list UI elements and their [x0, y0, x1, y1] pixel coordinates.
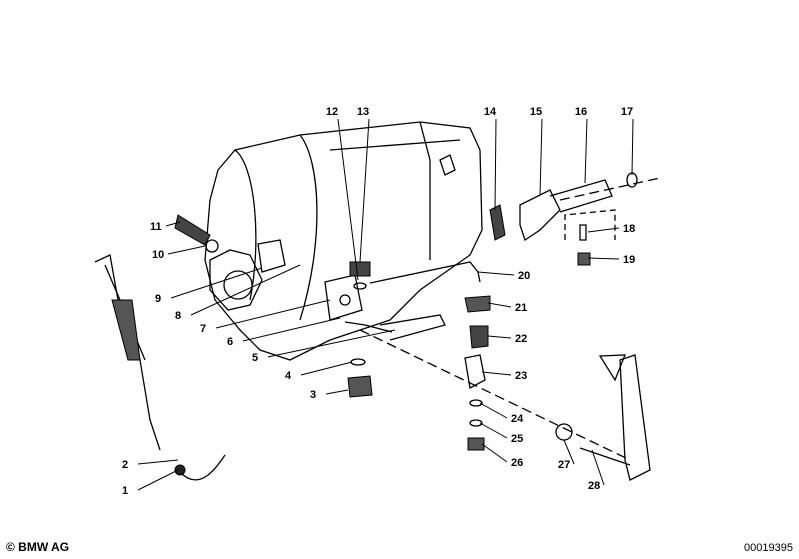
leader-line-25: [479, 422, 508, 439]
leader-line-22: [487, 335, 512, 339]
callout-17: 17: [621, 106, 633, 118]
callout-14: 14: [484, 106, 497, 118]
leader-line-5: [267, 329, 396, 358]
callout-6: 6: [227, 336, 233, 348]
callout-2: 2: [122, 459, 128, 471]
callout-13: 13: [357, 106, 369, 118]
callout-27: 27: [558, 459, 570, 471]
callout-23: 23: [515, 370, 527, 382]
callout-12: 12: [326, 106, 338, 118]
callout-5: 5: [252, 352, 258, 364]
leader-line-13: [359, 118, 370, 263]
leader-line-9: [170, 267, 263, 299]
callout-24: 24: [511, 413, 524, 425]
leader-line-21: [487, 302, 512, 308]
callout-28: 28: [588, 480, 600, 492]
leader-line-11: [165, 221, 181, 227]
callout-18: 18: [623, 223, 635, 235]
leader-line-1: [137, 469, 179, 491]
leader-line-3: [325, 389, 349, 395]
leader-line-6: [242, 317, 341, 342]
leader-line-2: [137, 459, 179, 465]
leader-line-7: [215, 299, 331, 329]
leader-line-26: [481, 443, 508, 463]
image-number: 00019395: [744, 542, 793, 554]
callout-19: 19: [623, 254, 635, 266]
callout-10: 10: [152, 249, 164, 261]
transmission-housing: [204, 121, 483, 361]
callout-16: 16: [575, 106, 587, 118]
callout-20: 20: [518, 270, 530, 282]
leader-line-15: [539, 118, 543, 196]
leader-line-18: [587, 227, 620, 233]
callout-9: 9: [155, 293, 161, 305]
callout-15: 15: [530, 106, 542, 118]
leader-line-27: [563, 439, 575, 465]
callout-7: 7: [200, 323, 206, 335]
callout-25: 25: [511, 433, 523, 445]
callout-26: 26: [511, 457, 523, 469]
leader-line-23: [481, 371, 512, 376]
leader-line-20: [477, 271, 515, 276]
callout-3: 3: [310, 389, 316, 401]
parts: [94, 172, 661, 481]
callout-11: 11: [150, 221, 162, 233]
leader-line-16: [584, 118, 588, 184]
leader-line-24: [479, 402, 508, 419]
leader-line-10: [167, 245, 206, 255]
callout-22: 22: [515, 333, 527, 345]
leader-line-19: [587, 257, 620, 260]
leader-line-12: [337, 118, 359, 281]
leader-line-17: [631, 118, 634, 176]
callout-21: 21: [515, 302, 527, 314]
leader-line-8: [190, 264, 301, 316]
leader-line-14: [494, 118, 497, 211]
callout-4: 4: [285, 370, 292, 382]
callout-1: 1: [122, 485, 128, 497]
callout-8: 8: [175, 310, 181, 322]
copyright-text: © BMW AG: [6, 540, 70, 554]
leader-line-4: [300, 361, 353, 376]
leader-line-28: [591, 449, 605, 486]
